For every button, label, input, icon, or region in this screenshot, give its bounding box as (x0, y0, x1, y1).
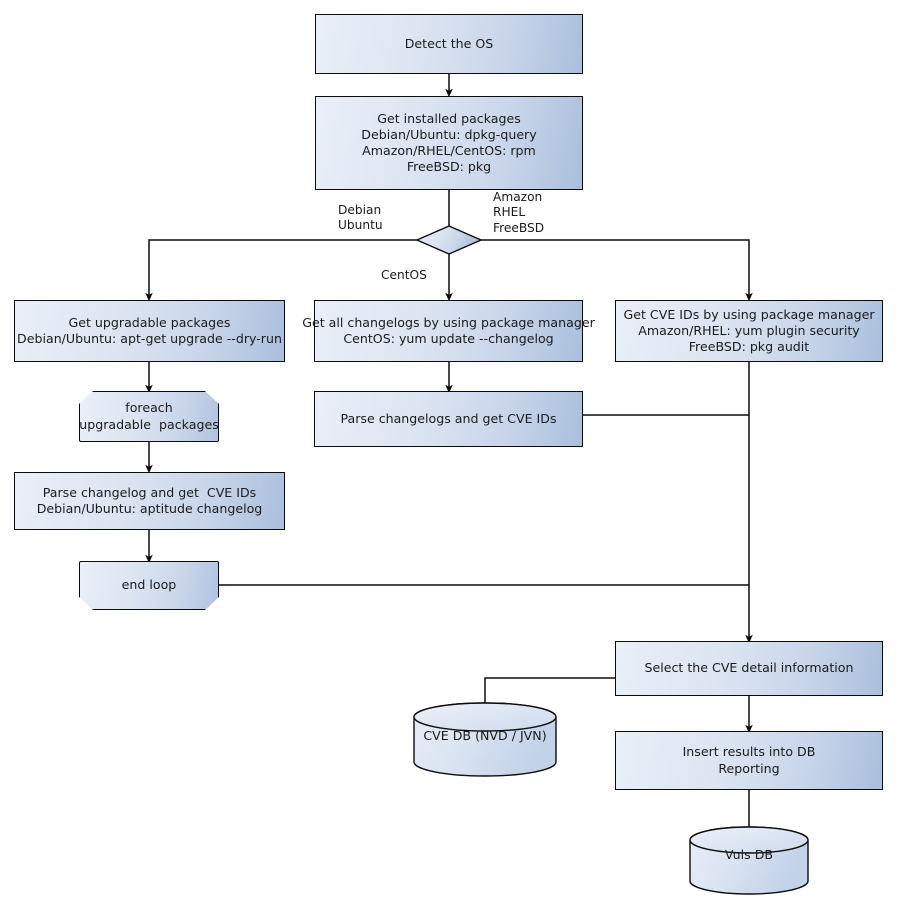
node-get-installed-packages[interactable]: Get installed packages Debian/Ubuntu: dp… (315, 96, 583, 190)
node-cve-db-label[interactable]: CVE DB (NVD / JVN) (423, 728, 547, 743)
node-select-cve-detail-information[interactable]: Select the CVE detail information (615, 641, 883, 696)
edge-cve-db-to-select-cve (484, 677, 615, 707)
node-parse-changelog-get-cve-ids[interactable]: Parse changelog and get CVE IDs Debian/U… (14, 472, 285, 530)
node-get-upgradable-packages[interactable]: Get upgradable packages Debian/Ubuntu: a… (14, 300, 285, 362)
edge-label-centos: CentOS (381, 268, 427, 282)
edge-label-debian-ubuntu: Debian Ubuntu (338, 203, 383, 233)
os-decision-diamond (415, 225, 483, 255)
edge-decision-to-get-upgradable (145, 239, 417, 302)
edge-decision-to-get-cve-ids (481, 239, 753, 302)
node-foreach-upgradable-packages[interactable]: foreach upgradable packages (79, 391, 219, 442)
node-vuls-db-label[interactable]: Vuls DB (724, 847, 774, 862)
node-insert-results-into-db[interactable]: Insert results into DB Reporting (615, 731, 883, 790)
node-end-loop[interactable]: end loop (79, 561, 219, 610)
node-detect-os[interactable]: Detect the OS (315, 14, 583, 74)
node-get-cve-ids[interactable]: Get CVE IDs by using package manager Ama… (615, 300, 883, 362)
node-get-all-changelogs[interactable]: Get all changelogs by using package mana… (302, 300, 595, 362)
edge-label-amazon-rhel-freebsd: Amazon RHEL FreeBSD (493, 190, 545, 235)
node-parse-changelogs-get-cve-ids[interactable]: Parse changelogs and get CVE IDs (314, 391, 583, 447)
